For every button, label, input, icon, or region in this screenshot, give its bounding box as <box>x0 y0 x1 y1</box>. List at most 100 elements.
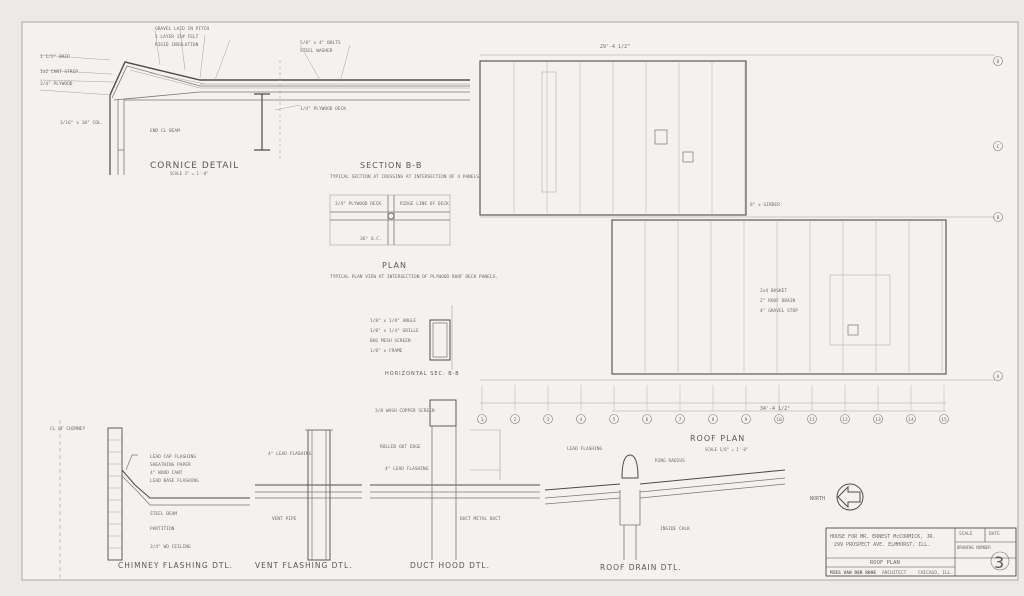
cornice-note-9: 1/4" PLYWOOD DECK <box>300 106 346 112</box>
title-block-scale-label: SCALE <box>959 531 973 537</box>
chimney-masonry <box>107 427 123 561</box>
north-label: NORTH <box>810 496 825 502</box>
chimney-note-1: LEAD CAP FLASHING <box>150 454 196 460</box>
drain-note-3: INSIDE CALK <box>660 526 690 532</box>
drain-body <box>619 490 641 560</box>
title-block-sheet-title: ROOF PLAN <box>870 560 900 566</box>
title-block-address: 299 PROSPECT AVE. ELMHURST, ILL. <box>834 542 930 548</box>
chimney-roof-line <box>121 469 250 499</box>
cornice-detail: 1 1/2" DRIP 1x2 CANT STRIP 3/4" PLYWOOD … <box>39 26 470 175</box>
drain-note-2: RING RADIUS <box>655 458 685 464</box>
roof-plan-title: ROOF PLAN <box>690 434 745 443</box>
title-block-frame <box>825 527 1017 577</box>
chimney-note-4: LEAD BASE FLASHING <box>150 478 199 484</box>
roof-bottom-dimension: 34'-4 1/2" <box>760 406 790 412</box>
duct-note-1: 3/8 WASH COPPER SCREEN <box>375 408 435 414</box>
horizontal-note-2: 1/8" x 1/4" GRILLE <box>370 328 419 334</box>
grid-column-bubble <box>906 414 916 424</box>
chimney-note-6: PARTITION <box>150 526 175 532</box>
grid-row-bubble <box>993 212 1003 222</box>
roof-top-dimension: 29'-4 1/2" <box>600 44 630 50</box>
section-bb-note-1: 3/4" PLYWOOD DECK <box>335 201 381 207</box>
duct-hood <box>429 399 457 427</box>
vent-title: VENT FLASHING DTL. <box>255 561 353 570</box>
vent-note-1: 4" LEAD FLASHING <box>268 451 312 457</box>
cornice-note-2: 1x2 CANT STRIP <box>40 69 78 75</box>
cornice-note-5: 1 LAYER 15# FELT <box>155 34 199 40</box>
grid-column-bubble <box>675 414 685 424</box>
section-bb-bolt <box>387 212 395 220</box>
title-block-project: HOUSE FOR MR. ERNEST McCORMICK, JR. <box>830 534 935 540</box>
roof-note-3: 4" GRAVEL STOP <box>760 308 798 314</box>
cornice-note-7: 5/8" x 4" BOLTS <box>300 40 341 46</box>
duct-frame <box>470 429 501 480</box>
grid-column-bubble <box>576 414 586 424</box>
grid-column-bubble <box>609 414 619 424</box>
drain-dome <box>621 454 639 479</box>
grid-column-number: 9 <box>745 417 748 423</box>
roof-note-1: 2x4 BASKET <box>760 288 787 294</box>
duct-hood-detail: 3/8 WASH COPPER SCREEN ROLLED OUT EDGE 4… <box>370 399 540 560</box>
section-bb-lines <box>330 195 450 245</box>
duct-title: DUCT HOOD DTL. <box>410 561 490 570</box>
cornice-roof-top <box>109 61 470 96</box>
chimney-title: CHIMNEY FLASHING DTL. <box>118 561 233 570</box>
north-arrow-pointer <box>837 485 861 509</box>
vent-flashing-detail: 4" LEAD FLASHING VENT PIPE <box>255 429 362 561</box>
upper-skylight-frame <box>541 71 557 193</box>
grid-column-number: 8 <box>712 417 715 423</box>
horizontal-title: HORIZONTAL SEC. B-B <box>385 371 460 377</box>
chimney-courses <box>108 439 122 549</box>
cornice-note-4: GRAVEL LAID IN PITCH <box>155 26 209 32</box>
grid-row-letter: A <box>997 374 1000 380</box>
horizontal-duct <box>429 319 451 361</box>
title-block-drawing-number-label: DRAWING NUMBER <box>957 545 991 550</box>
drain-roof-layers <box>544 477 786 505</box>
title-block-city: CHICAGO, ILL. <box>918 570 953 576</box>
chimney-note-cl: CL OF CHIMNEY <box>50 426 86 432</box>
grid-column-number: 11 <box>809 417 815 423</box>
cornice-title: CORNICE DETAIL <box>150 161 239 171</box>
lower-rafters <box>644 220 943 374</box>
grid-column-number: 12 <box>842 417 848 423</box>
grid-column-number: 6 <box>646 417 649 423</box>
title-block-architect: MIES VAN DER ROHE <box>830 570 876 576</box>
chimney-flashing-detail: CL OF CHIMNEY LEAD CAP FLASHING SHEATHIN… <box>50 420 250 580</box>
grid-row-bubble <box>993 141 1003 151</box>
title-block-architect-label: ARCHITECT <box>882 570 907 576</box>
horizontal-note-3: BUG MESH SCREEN <box>370 338 411 344</box>
cornice-note-6: RIGID INSULATION <box>155 42 199 48</box>
grid-row-letter: C <box>997 144 1000 150</box>
cornice-note-10: END CL BEAM <box>150 128 180 134</box>
grid-column-number: 10 <box>776 417 782 423</box>
duct-shaft <box>431 426 457 560</box>
roof-block-lower <box>611 219 947 375</box>
duct-note-2: ROLLED OUT EDGE <box>380 444 421 450</box>
grid-column-bubble <box>741 414 751 424</box>
grid-column-number: 14 <box>908 417 914 423</box>
drain-note-1: LEAD FLASHING <box>567 446 603 452</box>
horizontal-duct-inner <box>432 322 448 358</box>
grid-column-bubble <box>939 414 949 424</box>
cornice-scale: SCALE 3" = 1'-0" <box>170 171 209 176</box>
lower-drain <box>847 324 859 336</box>
duct-note-4: DUCT METAL DUCT <box>460 516 501 522</box>
grid-column-bubble <box>708 414 718 424</box>
roof-plan-scale: SCALE 1/8" = 1'-0" <box>705 447 748 452</box>
section-bb-title: SECTION B-B <box>360 161 422 170</box>
chimney-flashing <box>121 454 250 506</box>
sheet-border <box>21 21 1019 581</box>
title-block-date-label: DATE <box>989 531 1000 537</box>
drain-title: ROOF DRAIN DTL. <box>600 563 682 572</box>
title-block-sheet-number: 3 <box>994 553 1005 572</box>
grid-column-bubble <box>873 414 883 424</box>
title-block <box>825 527 1017 577</box>
chimney-note-7: 3/4" WD CEILING <box>150 544 191 550</box>
chimney-note-3: 4" WOOD CANT <box>150 470 183 476</box>
duct-note-3: 4" LEAD FLASHING <box>385 466 429 472</box>
horizontal-note-1: 1/8" x 1/8" ANGLE <box>370 318 416 324</box>
